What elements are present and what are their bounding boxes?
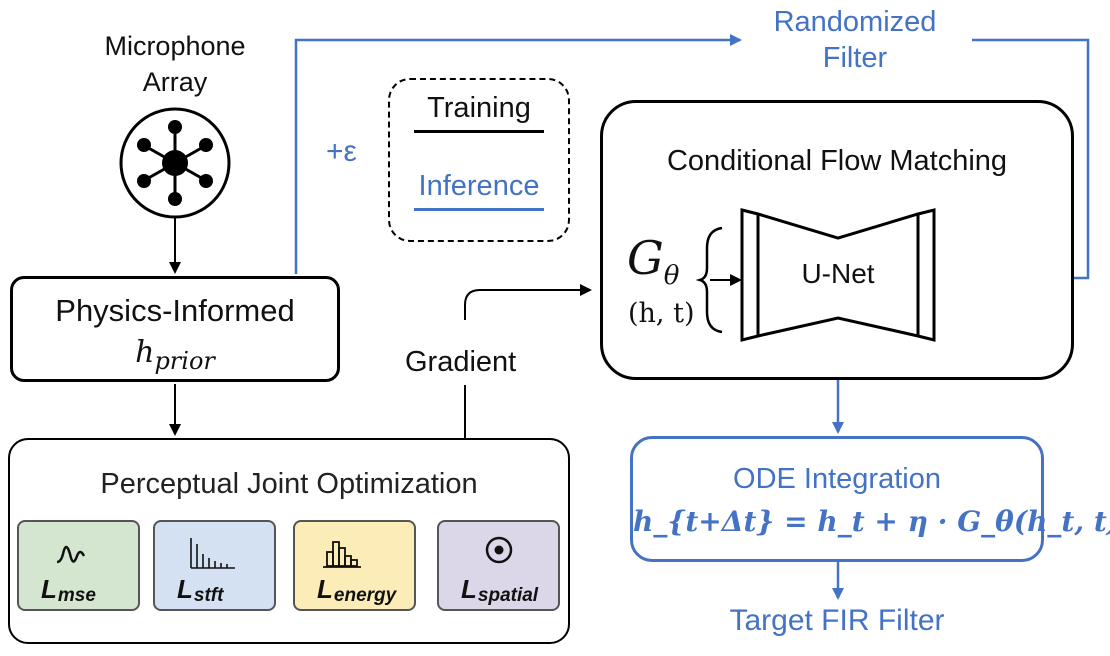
g-theta-sub: θ [663,261,680,292]
spectrum-icon [190,538,235,569]
loss-stft-label: Lstft [177,574,224,606]
ode-integration-box: ODE Integration h_{t+Δt} = h_t + η · G_θ… [630,436,1110,562]
randomized-filter-label: Randomized Filter [742,4,968,76]
loss-spatial-label: Lspatial [461,574,539,606]
loss-stft-tile: Lstft [153,520,276,611]
loss-energy-label: Lenergy [317,574,397,606]
microphone-label-line1: Microphone [104,31,246,61]
microphone-array-icon [119,107,231,219]
microphone-label: Microphone Array [75,28,275,100]
target-fir-filter-label: Target FIR Filter [729,604,945,637]
loss-mse-tile: Lmse [17,520,140,611]
optimization-title: Perceptual Joint Optimization [100,468,478,500]
gradient-label: Gradient [405,346,517,378]
arrow-gradient-to-cfm [464,290,590,438]
physics-informed-box: Physics-Informed hprior [10,276,340,382]
unet-label: U-Net [801,258,875,289]
unet-shape [740,208,936,342]
legend-training-line [414,130,544,133]
ode-equation: h_{t+Δt} = h_t + η · G_θ(h_t, t) [633,505,1110,538]
h-prior-base: h [135,335,155,370]
randomized-filter-line2: Filter [822,42,888,74]
legend-box: Training Inference [388,78,570,242]
wave-icon [56,545,86,564]
legend-inference-line [414,208,544,211]
microphone-label-line2: Array [142,67,208,97]
randomized-filter-line1: Randomized [773,6,937,38]
loss-mse-label: Lmse [41,574,96,606]
g-theta-symbol: Gθ [627,231,679,291]
noise-epsilon-label: +ε [326,135,357,168]
legend-training-label: Training [427,92,531,124]
g-theta-base: G [627,231,664,285]
ode-title: ODE Integration [733,463,941,495]
target-icon [485,536,513,564]
loss-energy-tile: Lenergy [293,520,416,611]
legend-inference-label: Inference [418,170,540,202]
loss-spatial-tile: Lspatial [437,520,560,611]
brace-icon [695,226,723,334]
h-prior-symbol: hprior [13,335,337,375]
physics-informed-title: Physics-Informed [55,293,295,328]
g-theta-args: (h, t) [628,298,695,329]
arrow-physics-to-randomized [294,34,742,274]
h-prior-sub: prior [154,347,215,375]
histogram-icon [323,541,361,568]
cfm-title: Conditional Flow Matching [666,145,1008,177]
